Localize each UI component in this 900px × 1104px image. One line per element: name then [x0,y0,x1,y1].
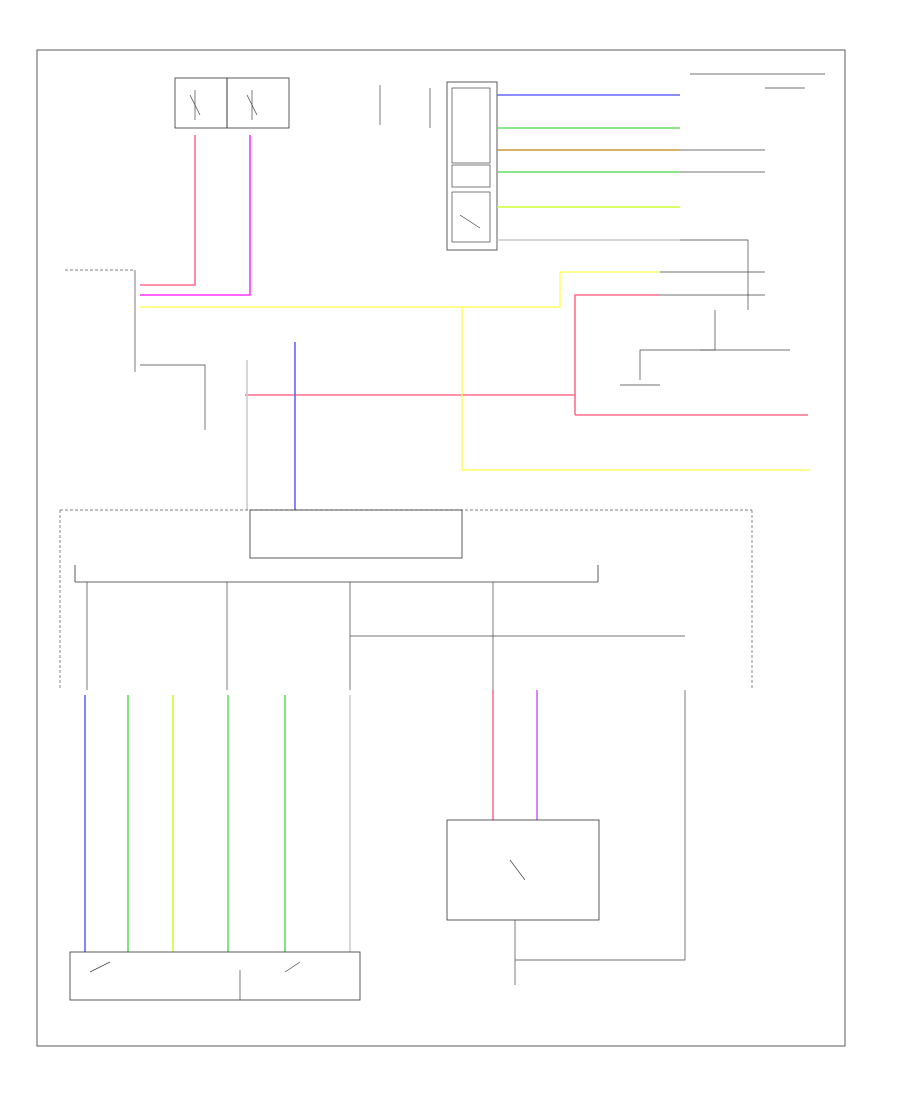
wire-yellow-main [140,271,660,308]
lower-mirror-switch [69,951,361,1001]
fuse-block-right [226,77,290,129]
mirror-switch-block [446,81,498,251]
body-control-module [65,269,136,372]
fuse-block-left [174,77,228,129]
wire-ground-left [140,364,206,430]
wire-yellow-down [461,307,810,471]
diagram-frame [36,49,846,1047]
right-mirror-heater [620,310,790,386]
wire-switch-gray-ext [680,239,749,310]
wire-heater-return [515,690,686,961]
wire-red-right [245,294,660,396]
heater-relay-block [446,819,600,985]
left-power-mirror [59,509,753,690]
wire-red-fuse [140,135,196,286]
wire-pink-fuse [140,135,251,296]
